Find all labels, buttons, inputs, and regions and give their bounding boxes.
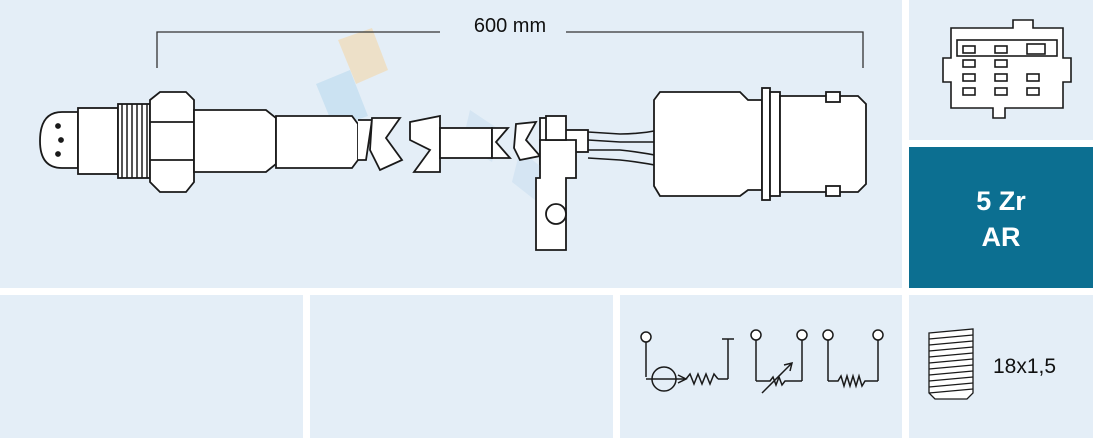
sensor-drawing-panel: 600 mm [0,0,902,288]
sensor-code-line1: 5 Zr [976,186,1026,216]
thread-size-label: 18x1,5 [993,355,1057,378]
cable-clip [535,139,577,251]
empty-panel-2 [310,295,613,438]
sensor-thread [117,103,151,179]
hex-nut [149,91,195,193]
sensor-code-line2: AR [981,222,1021,252]
circuit-schematic-icon [640,329,884,394]
length-dimension-label: 600 mm [473,15,547,37]
lambda-sensor-drawing [39,28,867,251]
thread-panel: 18x1,5 [909,295,1093,438]
sensor-code-panel: 5 Zr AR [909,147,1093,288]
empty-panel-1 [0,295,303,438]
circuit-schematic-panel [620,295,902,438]
connector-pinout-panel [909,0,1093,140]
thread-icon [928,328,974,400]
connector-housing [653,91,763,197]
dimension-line [156,31,864,68]
connector-pinout-icon [942,19,1072,119]
